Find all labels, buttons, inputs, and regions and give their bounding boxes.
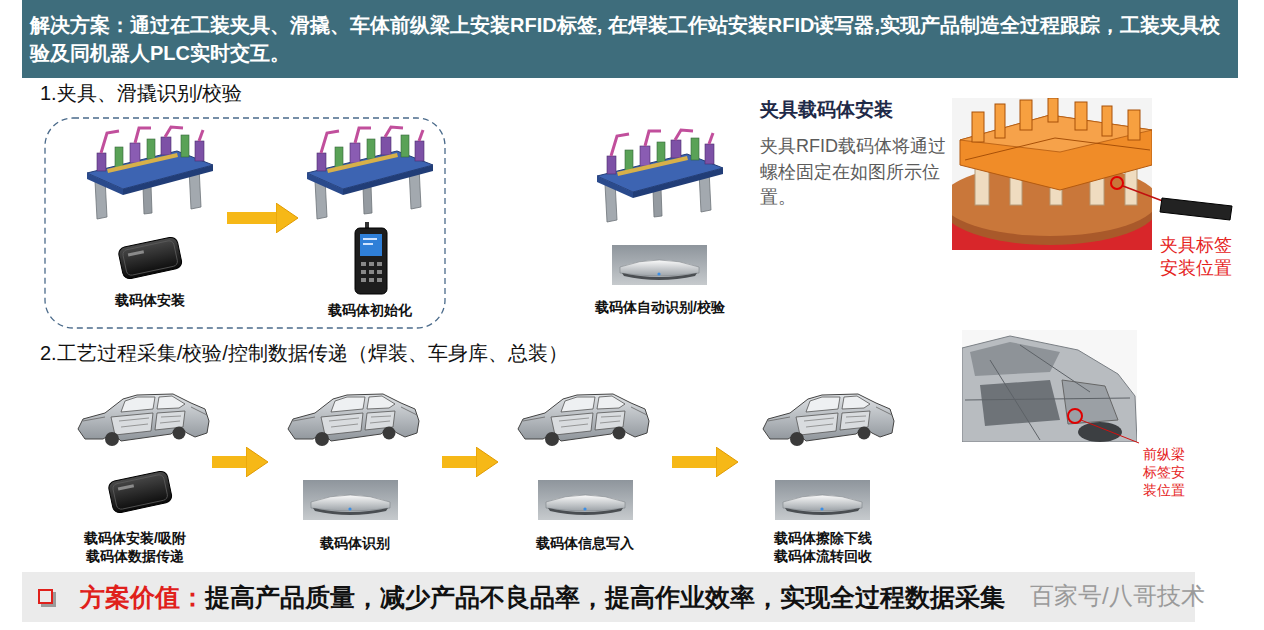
fixture-photo [1128, 110, 1140, 140]
leader-line [1081, 420, 1139, 443]
car-photo [965, 345, 1130, 440]
fixture-photo [965, 138, 1150, 160]
rfid-tag-icon [118, 236, 183, 280]
value-text: 提高产品质量，减少产品不良品率，提高作业效率，实现全过程数据采集 [205, 583, 1005, 611]
car-photo [962, 330, 1137, 442]
car-photo [962, 330, 1137, 442]
rfid-reader-icon [538, 480, 633, 520]
note-heading: 夹具载码体安装 [760, 97, 893, 123]
fixture-drawing [87, 127, 213, 219]
process-step: 载码体初始化 [300, 122, 440, 322]
section-heading: 2.工艺过程采集/校验/控制数据传递（焊装、车身库、总装） [40, 340, 568, 367]
step-caption: 载码体擦除下线 载码体流转回收 [753, 529, 893, 565]
fixture-photo [972, 112, 984, 142]
value-heading: 方案价值： [80, 583, 205, 611]
rfid-tag-icon [108, 236, 183, 514]
section-heading: 1.夹具、滑撬识别/校验 [40, 80, 242, 107]
step-caption: 载码体安装 [115, 291, 185, 309]
tag-bar [1160, 198, 1232, 220]
flow-arrow [672, 456, 716, 468]
car-body-drawing [78, 394, 209, 446]
fixture-drawing [307, 127, 433, 219]
step-caption: 载码体初始化 [328, 301, 412, 319]
flow-arrow [227, 212, 276, 224]
car-photo [970, 342, 1060, 376]
fixture-photo [995, 104, 1005, 138]
flow-arrow [442, 456, 476, 468]
process-step: 载码体安装/吸附 载码体数据传递 [60, 378, 210, 568]
handheld-reader-icon [355, 222, 387, 294]
fixture-photo [960, 115, 1152, 190]
step-caption: 载码体安装/吸附 载码体数据传递 [65, 529, 205, 565]
process-step: 载码体擦除下线 载码体流转回收 [740, 378, 905, 568]
process-step: 载码体识别 [270, 378, 440, 555]
process-step: 载码体自动识别/校验 [570, 122, 750, 319]
fixture-photo [1111, 177, 1123, 189]
handheld-reader-icon [355, 222, 387, 294]
step-caption: 载码体信息写入 [536, 534, 634, 552]
fixture-photo [1102, 106, 1112, 136]
rfid-reader-icon [303, 480, 398, 520]
fixture-photo [1020, 100, 1032, 130]
car-body-drawing [288, 394, 419, 446]
callout-label: 夹具标签安装位置 [1160, 234, 1237, 281]
fixture-drawing [87, 127, 723, 222]
car-body-drawing [518, 394, 649, 446]
step-caption: 载码体识别 [320, 534, 390, 552]
rfid-reader-icon [775, 480, 870, 520]
car-photo [962, 336, 1137, 442]
value-band: 方案价值：提高产品质量，减少产品不良品率，提高作业效率，实现全过程数据采集 [22, 572, 1195, 622]
title-text: 解决方案：通过在工装夹具、滑撬、车体前纵梁上安装RFID标签, 在焊装工作站安装… [22, 7, 1238, 72]
process-step: 载码体信息写入 [500, 378, 670, 555]
note-text: 夹具RFID载码体将通过螺栓固定在如图所示位置。 [760, 134, 948, 211]
car-photo [1062, 380, 1118, 424]
fixture-photo [1075, 102, 1087, 130]
car-photo [980, 380, 1060, 426]
fixture-photo [952, 98, 1152, 250]
callout-label: 前纵梁标签安装位置 [1143, 445, 1189, 500]
watermark: 百家号/八哥技术 [1030, 580, 1205, 612]
step-caption: 载码体自动识别/校验 [595, 298, 725, 316]
fixture-photo [1048, 98, 1058, 122]
car-photo [1068, 409, 1082, 423]
fixture-drawing [597, 130, 723, 222]
rfid-reader-icon [303, 245, 870, 520]
header-band: 解决方案：通过在工装夹具、滑撬、车体前纵梁上安装RFID标签, 在焊装工作站安装… [22, 0, 1238, 78]
car-body-drawing [763, 394, 894, 446]
car-photo [1078, 422, 1122, 442]
rfid-reader-icon [612, 245, 707, 285]
flow-arrow [212, 456, 246, 468]
process-step: 载码体安装 [75, 122, 225, 312]
car-body-drawing [78, 394, 894, 446]
group-bracket [45, 118, 445, 328]
leader-line [1081, 420, 1139, 443]
rfid-tag-icon [108, 470, 173, 514]
